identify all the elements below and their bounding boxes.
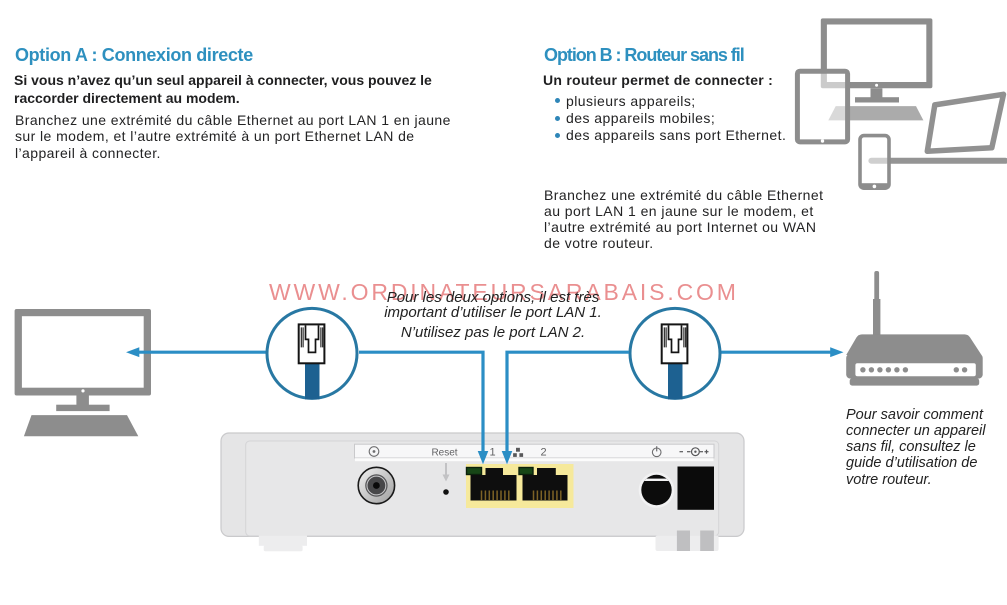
svg-text:2: 2	[540, 447, 546, 459]
svg-text:Reset: Reset	[431, 448, 457, 459]
svg-text:1: 1	[489, 447, 495, 459]
